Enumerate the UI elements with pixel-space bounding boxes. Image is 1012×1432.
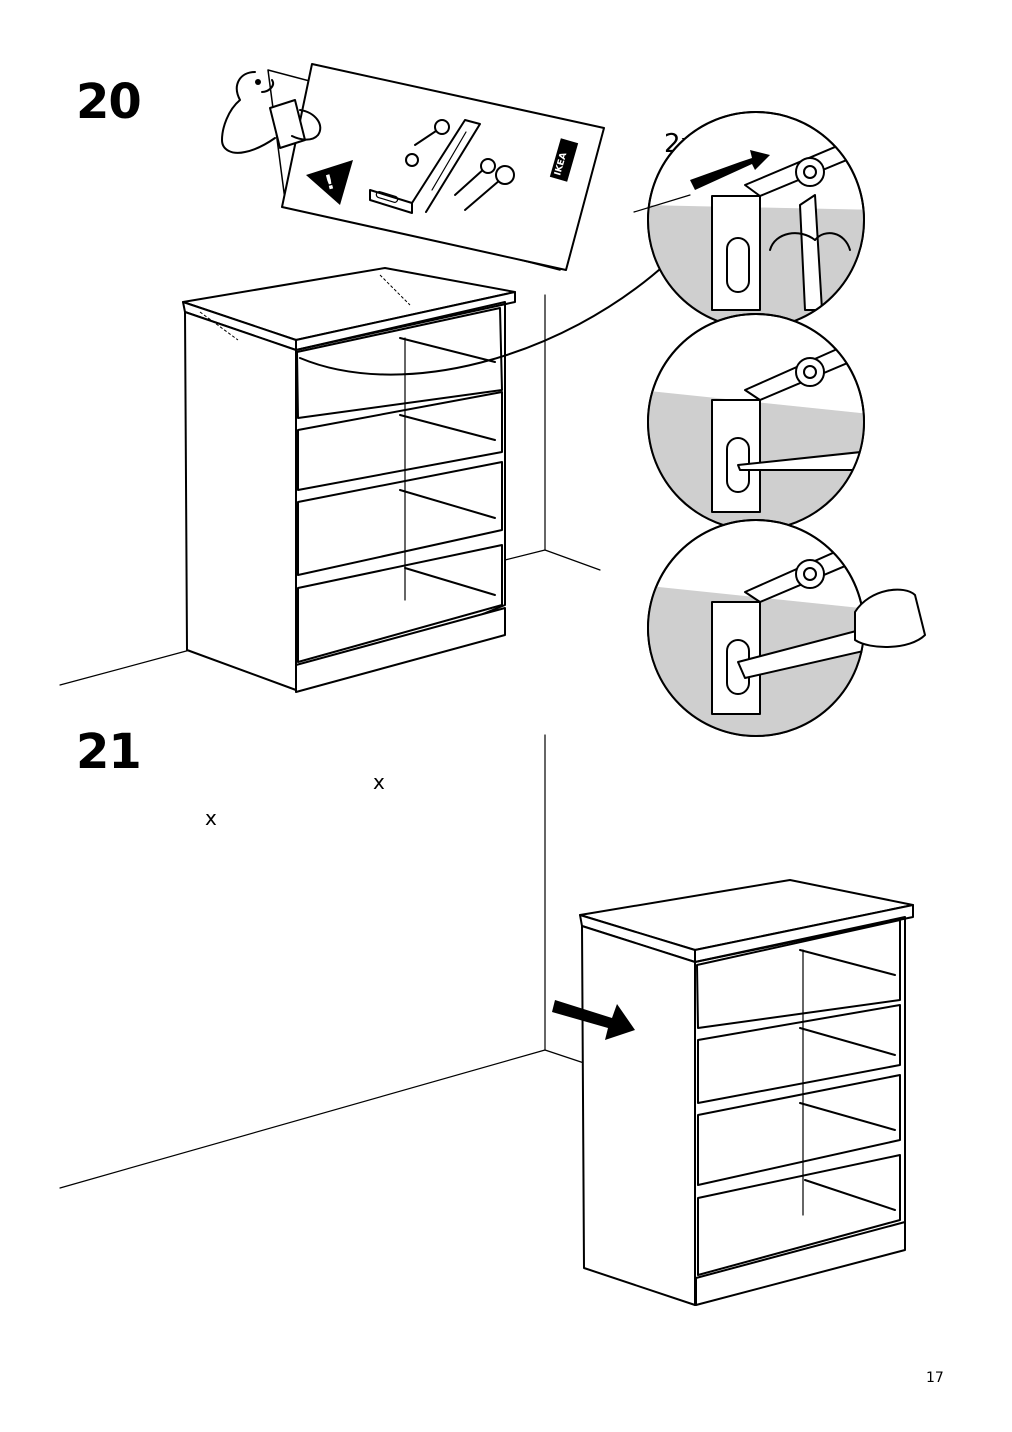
wall-corner-21 <box>59 734 591 1189</box>
safety-booklet: ! IKEA <box>267 63 605 271</box>
detail-circle-2 <box>647 313 865 531</box>
page-number: 17 <box>926 1370 944 1386</box>
dresser-step-20 <box>182 267 516 693</box>
wall-corner <box>59 294 601 686</box>
quantity-label-b: x <box>205 806 217 830</box>
push-arrow-icon <box>690 150 770 190</box>
step-20-number: 20 <box>76 74 142 130</box>
quantity-label-a: x <box>373 770 385 794</box>
callout-arc <box>299 261 669 376</box>
detail-circle-1 <box>633 111 865 329</box>
dresser-step-21 <box>579 879 914 1306</box>
warning-triangle-icon <box>306 160 353 205</box>
step-21-number: 21 <box>76 724 142 780</box>
read-instructions-icon <box>221 71 322 154</box>
ikea-logo-icon <box>549 138 579 182</box>
push-arrow-icon <box>552 1000 635 1040</box>
